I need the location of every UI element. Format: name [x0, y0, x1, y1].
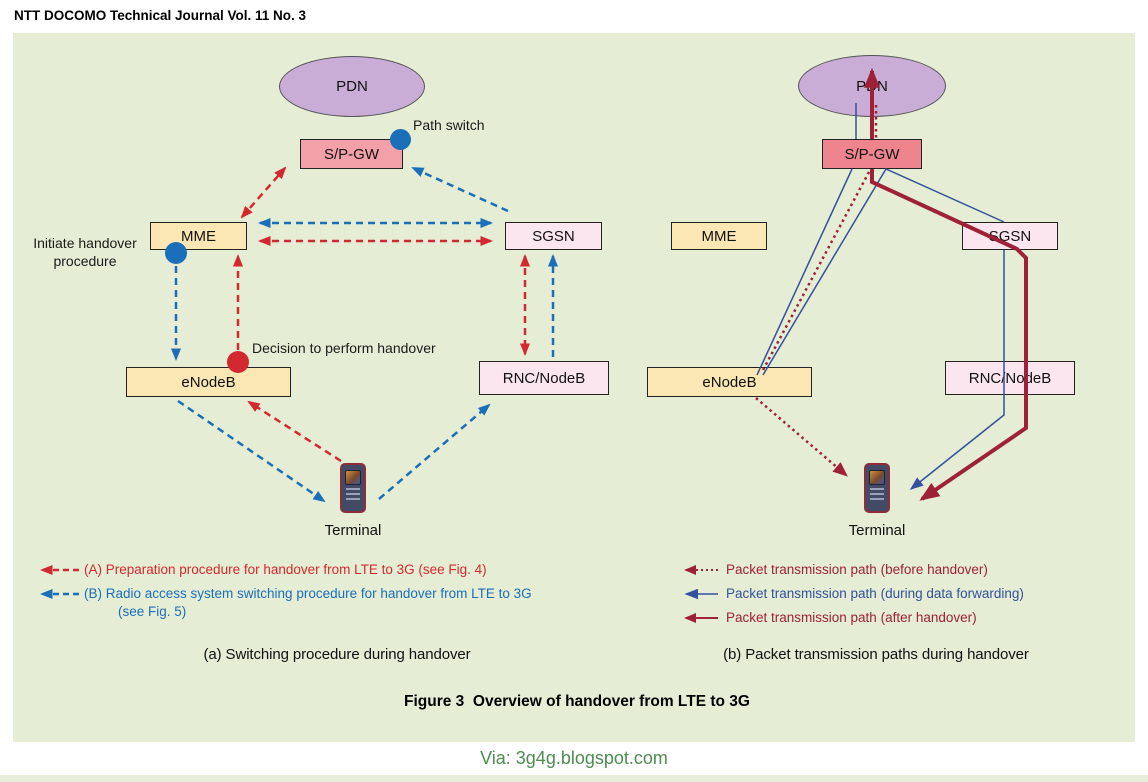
path-during-enodeb-sgsn	[762, 168, 1005, 376]
node-mme-a: MME	[150, 222, 247, 250]
initiate-handover-label: Initiate handover procedure	[17, 234, 153, 270]
node-rnc-a: RNC/NodeB	[479, 361, 609, 395]
arrow-mme-spgw-red	[240, 166, 287, 219]
legend-b-item-2: Packet transmission path (during data fo…	[726, 586, 1024, 601]
terminal-label-a: Terminal	[324, 522, 382, 539]
path-before-enodeb-terminal	[755, 397, 848, 477]
source-attribution: Via: 3g4g.blogspot.com	[480, 748, 668, 768]
path-during-spgw-enodeb	[756, 168, 853, 376]
node-enodeb-a: eNodeB	[126, 367, 291, 397]
arrow-terminal-enodeb-red	[247, 400, 342, 463]
journal-title: NTT DOCOMO Technical Journal Vol. 11 No.…	[14, 8, 307, 23]
node-pdn-b: PDN	[798, 55, 946, 117]
node-sgsn-b: SGSN	[962, 222, 1058, 250]
decision-handover-label: Decision to perform handover	[252, 340, 436, 356]
legend-a-item-2: (B) Radio access system switching proced…	[84, 585, 624, 621]
terminal-label-b: Terminal	[848, 522, 906, 539]
path-switch-label: Path switch	[413, 117, 485, 133]
figure-caption: Figure 3 Overview of handover from LTE t…	[404, 693, 750, 710]
terminal-phone-icon-a	[340, 463, 366, 513]
phone-screen	[869, 470, 885, 485]
arrow-terminal-rnc-blue	[378, 403, 491, 500]
node-enodeb-b: eNodeB	[647, 367, 812, 397]
legend-a-item-1: (A) Preparation procedure for handover f…	[84, 562, 487, 577]
legend-arrow-darkred-dotted-icon	[684, 565, 718, 575]
decision-handover-dot	[227, 351, 249, 373]
bottom-strip	[0, 775, 1148, 782]
legend-b-item-3: Packet transmission path (after handover…	[726, 610, 977, 625]
phone-keypad	[346, 488, 360, 503]
caption-b: (b) Packet transmission paths during han…	[723, 646, 1029, 663]
node-rnc-b: RNC/NodeB	[945, 361, 1075, 395]
phone-keypad	[870, 488, 884, 503]
path-after-spgw-terminal	[870, 169, 1028, 501]
arrow-sgsn-spgw-blue	[411, 166, 509, 213]
legend-arrow-red-dashed-icon	[39, 565, 79, 575]
path-switch-dot	[390, 129, 411, 150]
node-spgw-a: S/P-GW	[300, 139, 403, 169]
node-sgsn-a: SGSN	[505, 222, 602, 250]
node-spgw-b: S/P-GW	[822, 139, 922, 169]
legend-a-item-2-line2: (see Fig. 5)	[118, 604, 187, 619]
legend-a-item-2-line1: (B) Radio access system switching proced…	[84, 586, 532, 601]
initiate-handover-line1: Initiate handover	[33, 235, 137, 251]
figure-panel: PDN S/P-GW MME SGSN eNodeB RNC/NodeB PDN…	[13, 33, 1135, 742]
legend-arrow-navy-solid-icon	[684, 588, 718, 600]
initiate-handover-dot	[165, 242, 187, 264]
legend-arrow-darkred-solid-icon	[684, 613, 718, 623]
node-mme-b: MME	[671, 222, 767, 250]
legend-b-item-1: Packet transmission path (before handove…	[726, 562, 988, 577]
phone-screen	[345, 470, 361, 485]
caption-a: (a) Switching procedure during handover	[203, 646, 471, 663]
node-pdn-a: PDN	[279, 56, 425, 117]
initiate-handover-line2: procedure	[53, 253, 117, 269]
path-before-spgw-enodeb	[761, 171, 871, 371]
legend-arrow-blue-dashed-icon	[39, 589, 79, 599]
terminal-phone-icon-b	[864, 463, 890, 513]
arrow-enodeb-terminal-blue	[177, 399, 326, 503]
